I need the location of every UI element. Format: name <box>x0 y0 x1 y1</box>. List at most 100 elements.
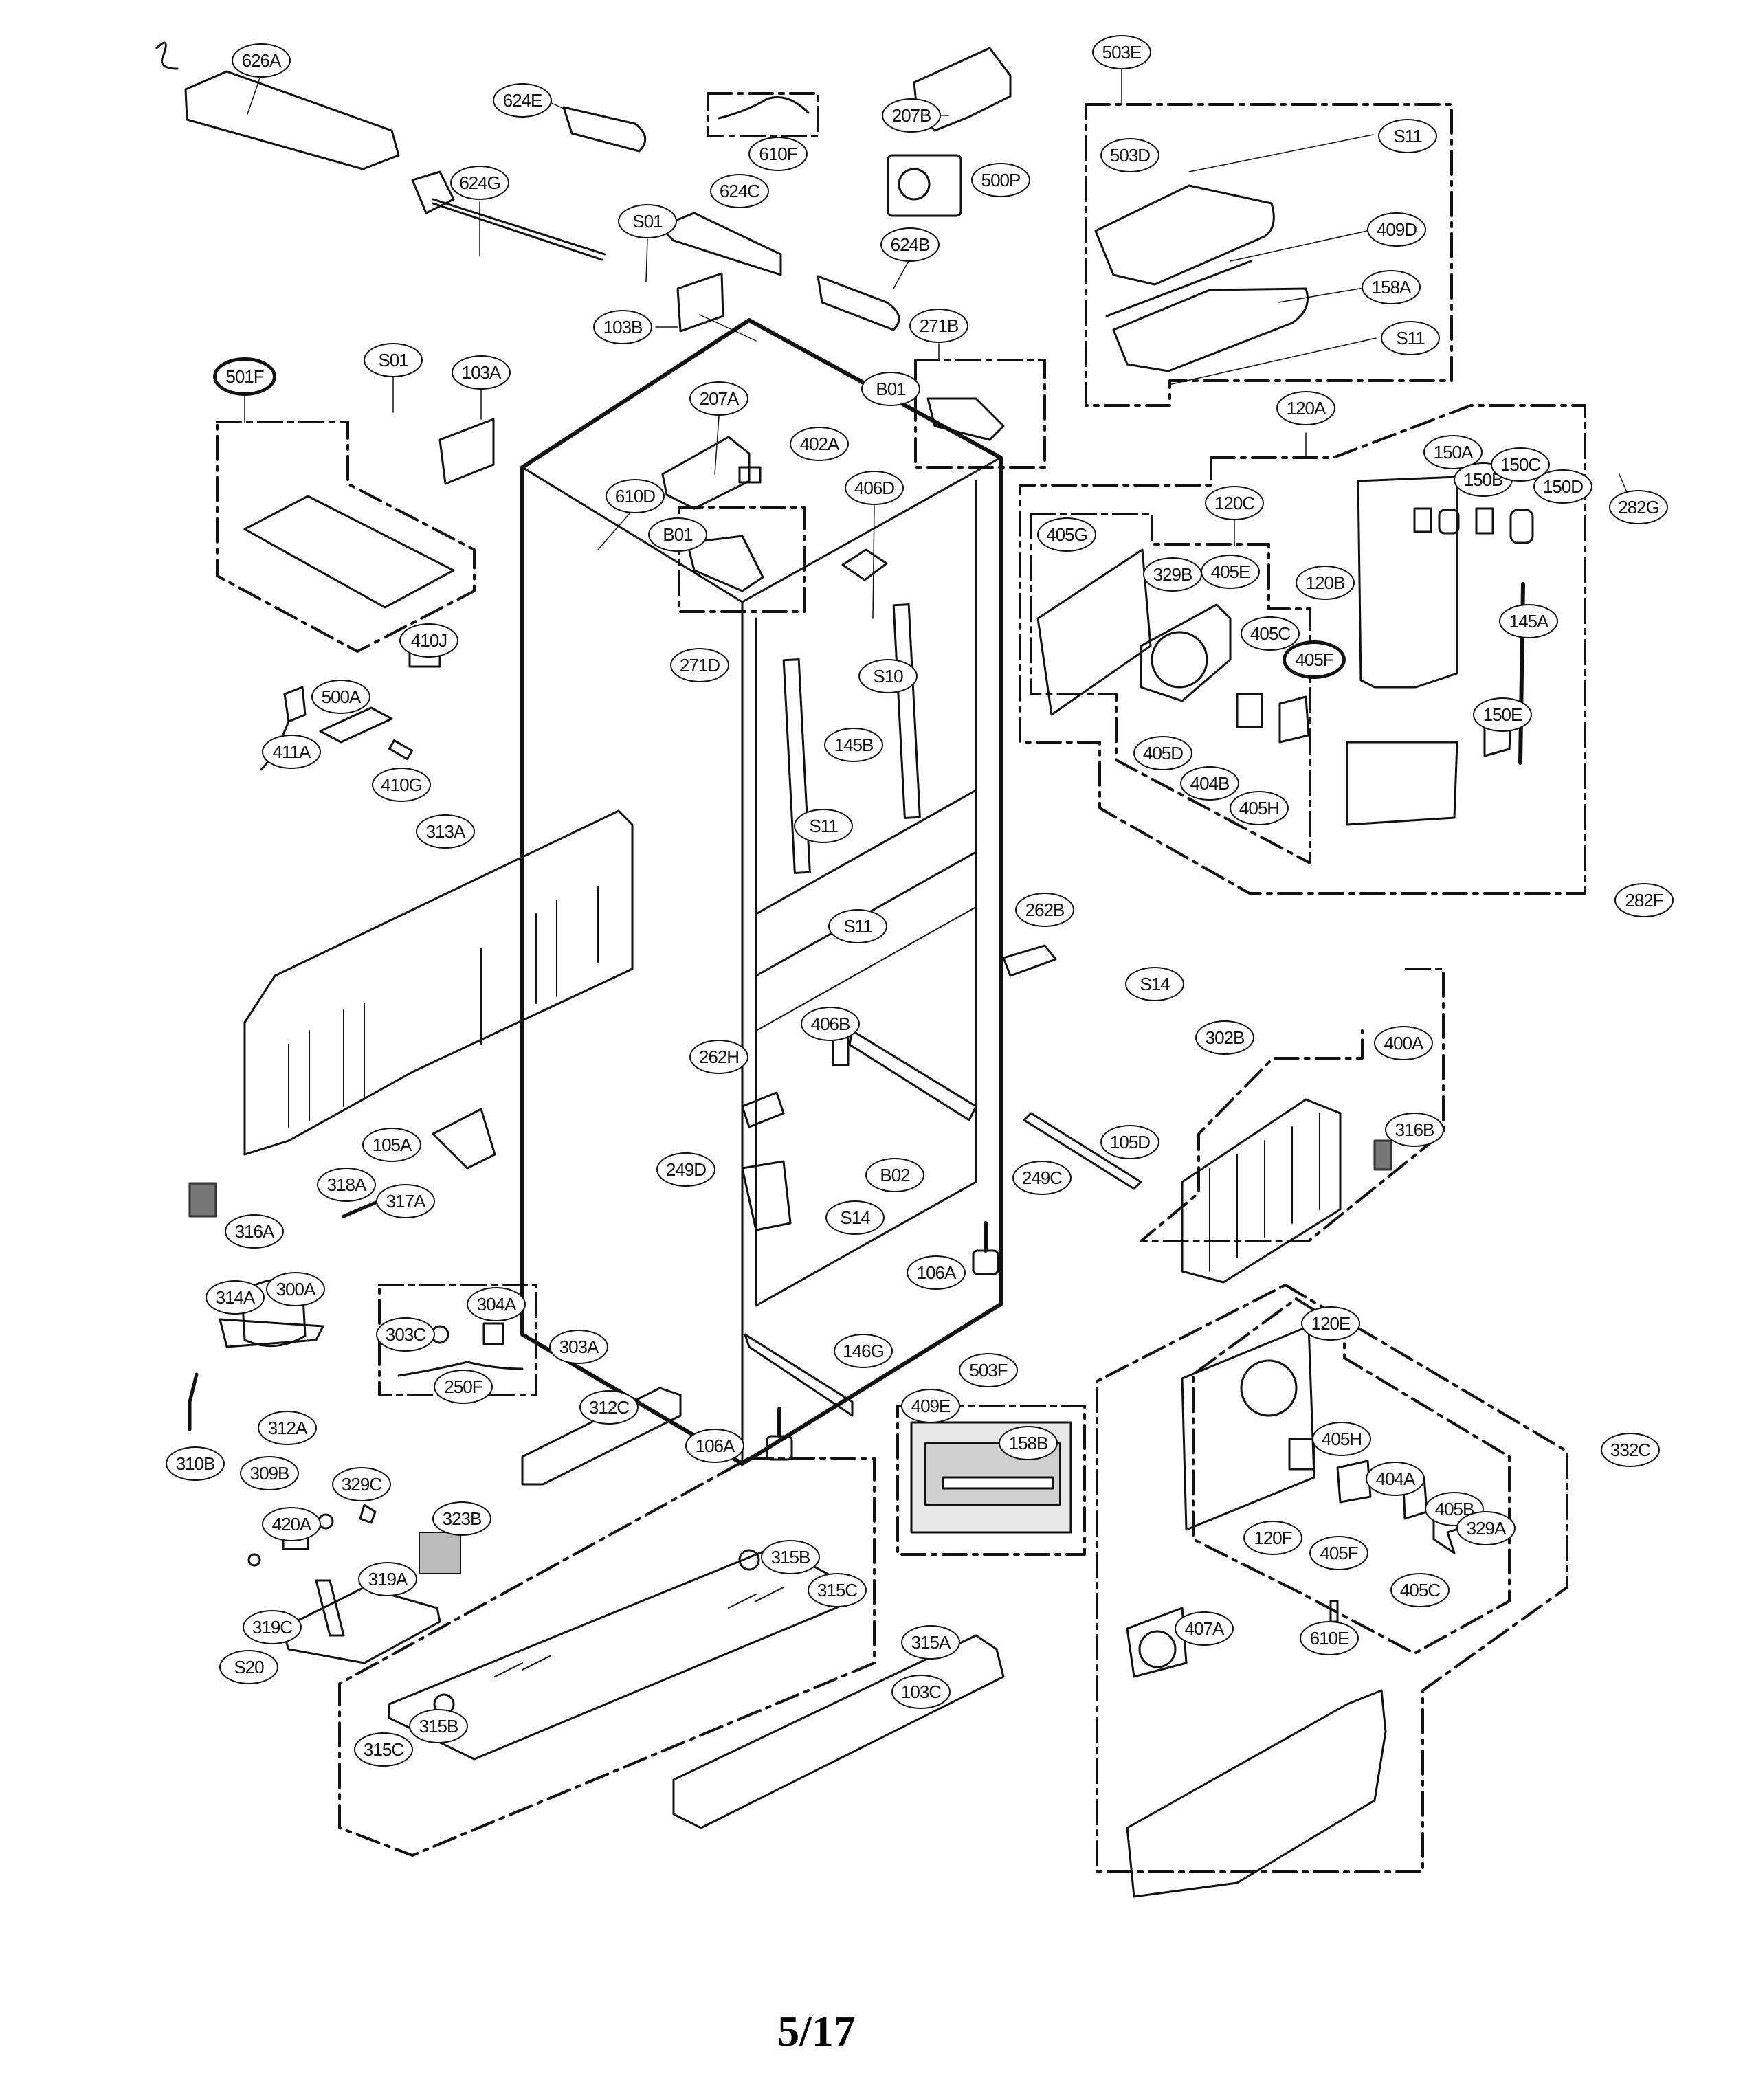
part-callout-610e[interactable]: 610E <box>1300 1621 1359 1655</box>
part-callout-106a[interactable]: 106A <box>907 1255 966 1290</box>
part-callout-120a[interactable]: 120A <box>1276 391 1335 425</box>
part-callout-404b[interactable]: 404B <box>1180 766 1239 801</box>
part-callout-271d[interactable]: 271D <box>670 648 729 682</box>
part-callout-411a[interactable]: 411A <box>262 735 321 769</box>
part-callout-405g[interactable]: 405G <box>1037 517 1096 552</box>
part-callout-282f[interactable]: 282F <box>1614 883 1674 917</box>
part-callout-262h[interactable]: 262H <box>689 1040 748 1074</box>
part-callout-406b[interactable]: 406B <box>801 1007 860 1041</box>
part-callout-405d[interactable]: 405D <box>1133 736 1192 770</box>
part-callout-501f[interactable]: 501F <box>213 357 276 396</box>
part-callout-146g[interactable]: 146G <box>834 1334 893 1368</box>
part-callout-315b[interactable]: 315B <box>761 1540 820 1574</box>
part-callout-s01[interactable]: S01 <box>364 343 423 377</box>
part-callout-503d[interactable]: 503D <box>1100 138 1159 172</box>
part-callout-120f[interactable]: 120F <box>1243 1521 1302 1555</box>
part-callout-317a[interactable]: 317A <box>376 1184 435 1218</box>
part-callout-319c[interactable]: 319C <box>243 1610 302 1644</box>
part-callout-145b[interactable]: 145B <box>824 728 883 762</box>
part-callout-409d[interactable]: 409D <box>1367 212 1426 247</box>
part-callout-303a[interactable]: 303A <box>549 1330 608 1364</box>
part-callout-s14[interactable]: S14 <box>1125 967 1184 1001</box>
part-callout-318a[interactable]: 318A <box>317 1168 376 1202</box>
part-callout-303c[interactable]: 303C <box>376 1317 435 1352</box>
part-callout-s01[interactable]: S01 <box>618 204 677 238</box>
part-callout-207a[interactable]: 207A <box>689 381 748 416</box>
part-callout-313a[interactable]: 313A <box>416 814 475 849</box>
part-callout-s10[interactable]: S10 <box>858 659 918 693</box>
part-callout-316a[interactable]: 316A <box>225 1214 284 1249</box>
part-callout-158a[interactable]: 158A <box>1362 270 1421 304</box>
part-callout-420a[interactable]: 420A <box>262 1507 321 1541</box>
part-callout-626a[interactable]: 626A <box>232 43 291 78</box>
part-callout-500p[interactable]: 500P <box>971 163 1030 197</box>
part-callout-319a[interactable]: 319A <box>358 1562 417 1596</box>
part-callout-150d[interactable]: 150D <box>1533 469 1592 504</box>
part-callout-405h[interactable]: 405H <box>1312 1422 1371 1456</box>
part-callout-400a[interactable]: 400A <box>1374 1026 1433 1060</box>
part-callout-332c[interactable]: 332C <box>1601 1433 1660 1467</box>
part-callout-624g[interactable]: 624G <box>450 166 509 200</box>
part-callout-150e[interactable]: 150E <box>1473 697 1532 732</box>
part-callout-405e[interactable]: 405E <box>1201 555 1260 589</box>
part-callout-s11[interactable]: S11 <box>794 809 853 843</box>
part-callout-409e[interactable]: 409E <box>901 1389 960 1423</box>
part-callout-158b[interactable]: 158B <box>999 1426 1058 1460</box>
part-callout-329b[interactable]: 329B <box>1143 557 1202 592</box>
part-callout-624b[interactable]: 624B <box>880 227 940 262</box>
part-callout-b01[interactable]: B01 <box>861 372 920 406</box>
part-callout-315c[interactable]: 315C <box>354 1732 413 1767</box>
part-callout-249d[interactable]: 249D <box>656 1152 715 1187</box>
part-callout-120e[interactable]: 120E <box>1301 1306 1360 1341</box>
part-callout-105a[interactable]: 105A <box>362 1128 421 1162</box>
part-callout-610f[interactable]: 610F <box>748 137 808 171</box>
part-callout-250f[interactable]: 250F <box>434 1370 493 1404</box>
part-callout-207b[interactable]: 207B <box>882 98 941 133</box>
part-callout-315a[interactable]: 315A <box>901 1625 960 1660</box>
part-callout-405f[interactable]: 405F <box>1283 640 1346 679</box>
part-callout-103a[interactable]: 103A <box>452 355 511 390</box>
part-callout-323b[interactable]: 323B <box>432 1501 491 1536</box>
part-callout-s20[interactable]: S20 <box>219 1650 278 1684</box>
part-callout-s14[interactable]: S14 <box>825 1200 885 1235</box>
part-callout-410g[interactable]: 410G <box>372 768 431 802</box>
part-callout-314a[interactable]: 314A <box>206 1280 265 1315</box>
part-callout-312a[interactable]: 312A <box>258 1411 317 1445</box>
part-callout-610d[interactable]: 610D <box>606 479 665 513</box>
part-callout-304a[interactable]: 304A <box>467 1287 526 1321</box>
part-callout-312c[interactable]: 312C <box>579 1390 639 1425</box>
part-callout-262b[interactable]: 262B <box>1015 893 1074 927</box>
part-callout-106a[interactable]: 106A <box>685 1429 744 1463</box>
part-callout-309b[interactable]: 309B <box>240 1456 299 1490</box>
part-callout-300a[interactable]: 300A <box>266 1272 325 1306</box>
part-callout-103c[interactable]: 103C <box>891 1675 951 1709</box>
part-callout-120c[interactable]: 120C <box>1205 486 1264 520</box>
part-callout-249c[interactable]: 249C <box>1012 1161 1072 1195</box>
part-callout-310b[interactable]: 310B <box>166 1446 225 1481</box>
part-callout-503e[interactable]: 503E <box>1092 35 1151 69</box>
part-callout-407a[interactable]: 407A <box>1175 1611 1234 1646</box>
part-callout-150c[interactable]: 150C <box>1491 447 1550 482</box>
part-callout-s11[interactable]: S11 <box>1378 119 1437 153</box>
part-callout-145a[interactable]: 145A <box>1499 604 1558 638</box>
part-callout-105d[interactable]: 105D <box>1100 1125 1159 1159</box>
part-callout-624c[interactable]: 624C <box>710 174 769 208</box>
part-callout-405f[interactable]: 405F <box>1309 1536 1368 1570</box>
part-callout-624e[interactable]: 624E <box>493 83 552 118</box>
part-callout-282g[interactable]: 282G <box>1609 490 1668 524</box>
part-callout-404a[interactable]: 404A <box>1366 1462 1425 1496</box>
part-callout-315c[interactable]: 315C <box>808 1573 867 1607</box>
part-callout-402a[interactable]: 402A <box>790 427 849 461</box>
part-callout-103b[interactable]: 103B <box>593 310 652 344</box>
part-callout-s11[interactable]: S11 <box>1381 321 1440 355</box>
part-callout-500a[interactable]: 500A <box>311 680 370 714</box>
part-callout-405c[interactable]: 405C <box>1390 1573 1450 1607</box>
part-callout-b02[interactable]: B02 <box>865 1158 924 1192</box>
part-callout-315b[interactable]: 315B <box>409 1709 468 1743</box>
part-callout-302b[interactable]: 302B <box>1195 1020 1254 1055</box>
part-callout-405c[interactable]: 405C <box>1241 616 1300 651</box>
part-callout-329c[interactable]: 329C <box>332 1467 391 1501</box>
part-callout-503f[interactable]: 503F <box>959 1353 1018 1387</box>
part-callout-s11[interactable]: S11 <box>828 909 887 943</box>
part-callout-316b[interactable]: 316B <box>1385 1113 1444 1147</box>
